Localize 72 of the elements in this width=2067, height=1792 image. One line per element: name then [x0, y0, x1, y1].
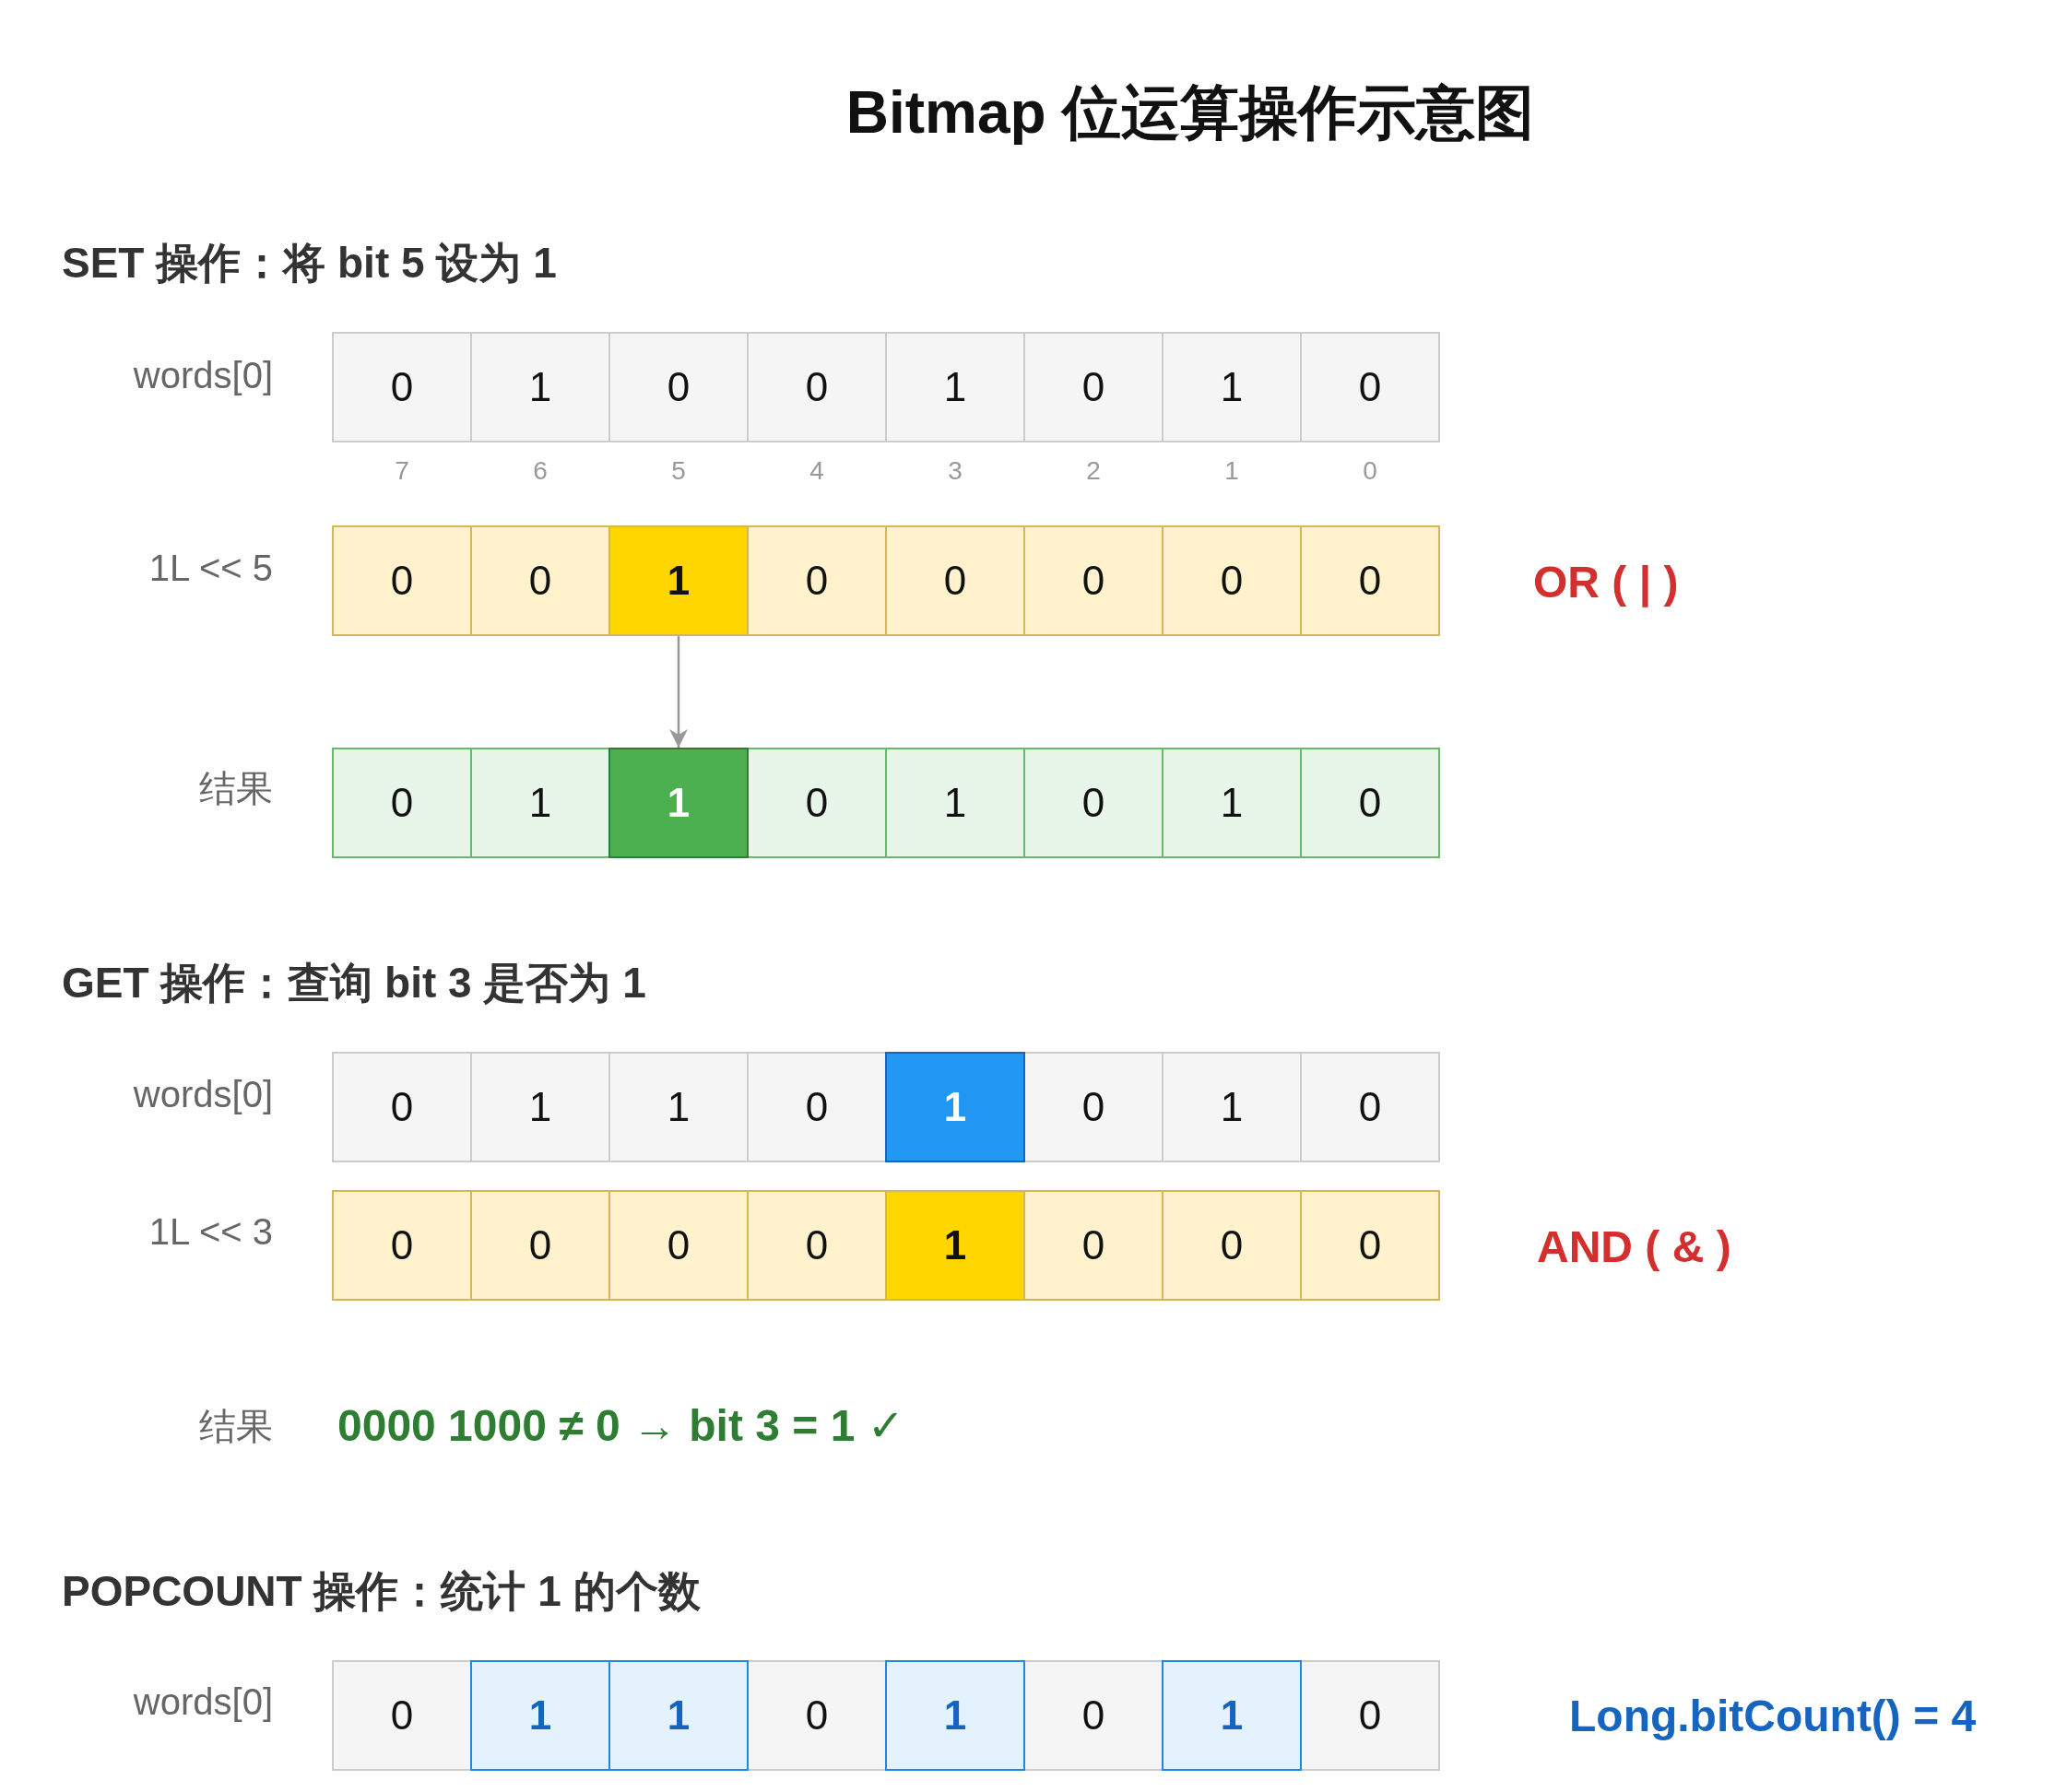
bit-cell: 1: [885, 1052, 1025, 1162]
bit-cell: 0: [332, 1190, 472, 1301]
operator-label: AND ( & ): [1537, 1221, 1731, 1274]
bit-index: 2: [1086, 455, 1101, 487]
bit-cell: 0: [332, 1052, 472, 1162]
bit-cell: 1: [885, 1660, 1025, 1771]
bit-cell: 0: [1023, 748, 1163, 858]
row-label: words[0]: [133, 354, 273, 397]
bit-cell: 1: [608, 1660, 749, 1771]
bit-cell: 0: [747, 1052, 887, 1162]
bit-cell: 0: [1023, 525, 1163, 636]
operator-label: OR ( | ): [1533, 557, 1679, 609]
bit-cell: 0: [332, 748, 472, 858]
bit-cell: 1: [1162, 1660, 1302, 1771]
bit-cell: 0: [1023, 1190, 1163, 1301]
bit-cell: 1: [885, 1190, 1025, 1301]
bit-cell: 0: [1162, 1190, 1302, 1301]
diagram-title: Bitmap 位运算操作示意图: [845, 77, 1535, 147]
bit-cell: 1: [885, 748, 1025, 858]
row-label: 结果: [199, 1405, 273, 1448]
bit-index: 7: [395, 455, 409, 487]
row-label: words[0]: [133, 1073, 273, 1116]
bit-cell: 1: [608, 1052, 749, 1162]
result-formula: Long.bitCount() = 4: [1569, 1691, 1977, 1743]
row-label: 1L << 5: [148, 547, 273, 590]
bit-index: 5: [671, 455, 686, 487]
row-label: 结果: [199, 767, 273, 810]
bit-cell: 1: [885, 332, 1025, 442]
bit-cell: 0: [1023, 332, 1163, 442]
bit-index: 4: [809, 455, 824, 487]
bit-cell: 1: [1162, 748, 1302, 858]
bit-cell: 0: [332, 1660, 472, 1771]
bit-cell: 1: [470, 332, 610, 442]
result-text: 0000 1000 ≠ 0 → bit 3 = 1 ✓: [337, 1400, 904, 1453]
bit-cell: 0: [747, 748, 887, 858]
bit-cell: 0: [608, 332, 749, 442]
bit-cell: 0: [1300, 1052, 1440, 1162]
bit-cell: 1: [1162, 332, 1302, 442]
bit-cell: 0: [1300, 1190, 1440, 1301]
bit-index: 0: [1363, 455, 1377, 487]
bit-cell: 0: [332, 525, 472, 636]
bit-cell: 0: [470, 1190, 610, 1301]
bit-cell: 0: [747, 1190, 887, 1301]
section-heading: GET 操作：查询 bit 3 是否为 1: [62, 958, 646, 1009]
bit-cell: 1: [470, 1052, 610, 1162]
bit-cell: 0: [1300, 748, 1440, 858]
bit-cell: 0: [747, 525, 887, 636]
bit-cell: 0: [1023, 1660, 1163, 1771]
bit-cell: 0: [1162, 525, 1302, 636]
bit-cell: 0: [470, 525, 610, 636]
row-label: 1L << 3: [148, 1210, 273, 1254]
bit-cell: 1: [1162, 1052, 1302, 1162]
row-label: words[0]: [133, 1680, 273, 1724]
bit-index: 1: [1224, 455, 1239, 487]
bit-cell: 1: [470, 1660, 610, 1771]
bit-cell: 1: [608, 748, 749, 858]
bit-cell: 0: [1023, 1052, 1163, 1162]
bit-cell: 0: [1300, 1660, 1440, 1771]
bit-cell: 0: [747, 332, 887, 442]
arrow: [669, 636, 688, 748]
bit-cell: 0: [608, 1190, 749, 1301]
bit-cell: 0: [1300, 525, 1440, 636]
section-heading: SET 操作：将 bit 5 设为 1: [62, 238, 557, 289]
bit-cell: 0: [885, 525, 1025, 636]
bit-cell: 1: [470, 748, 610, 858]
section-heading: POPCOUNT 操作：统计 1 的个数: [62, 1566, 701, 1618]
bit-index: 6: [533, 455, 548, 487]
bit-index: 3: [948, 455, 963, 487]
bit-cell: 1: [608, 525, 749, 636]
bit-cell: 0: [1300, 332, 1440, 442]
bit-cell: 0: [332, 332, 472, 442]
bit-cell: 0: [747, 1660, 887, 1771]
